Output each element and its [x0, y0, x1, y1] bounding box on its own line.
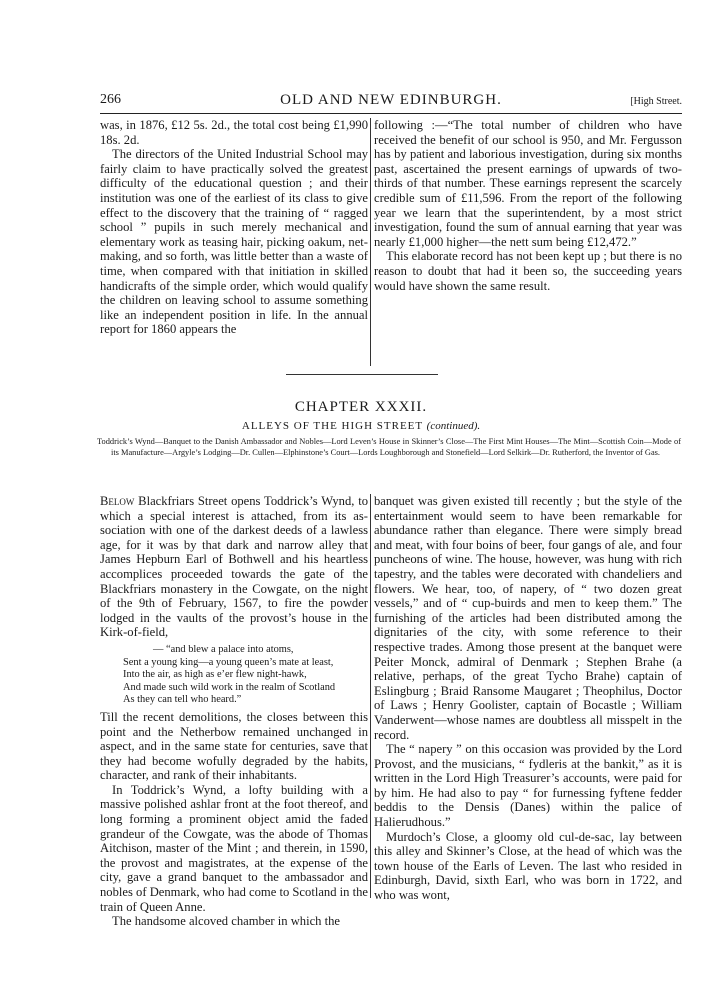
verse-line: — “and blew a palace into atoms, [153, 643, 294, 655]
column-divider [370, 118, 371, 366]
paragraph: The “ napery ” on this occasion was prov… [374, 742, 682, 830]
chapter-subtitle-text: ALLEYS OF THE HIGH STREET [241, 420, 423, 432]
bottom-right-column: banquet was given existed till recently … [374, 494, 682, 903]
bottom-left-column: Below Blackfriars Street opens Toddrick’… [100, 494, 368, 929]
paragraph: This elaborate record has not been kept … [374, 249, 682, 293]
verse-line: As they can tell who heard.” [123, 694, 242, 706]
opening-text: Blackfriars Street opens Toddrick’s Wynd… [100, 494, 368, 640]
opening-paragraph: Below Blackfriars Street opens Toddrick’… [100, 494, 368, 640]
top-right-column: following :—“The total number of childre… [374, 118, 682, 293]
chapter-title: CHAPTER XXXII. [294, 399, 428, 415]
chapter-summary: Toddrick’s Wynd—Banquet to the Danish Am… [97, 437, 681, 457]
paragraph: Till the recent demolitions, the closes … [100, 709, 368, 783]
paragraph: Murdoch’s Close, a gloomy old cul-de-sac… [374, 829, 682, 903]
chapter-subtitle-note: (continued). [426, 420, 481, 432]
paragraph: banquet was given existed till recently … [374, 494, 682, 742]
verse-line: And made such wild work in the realm of … [123, 681, 336, 693]
page-number: 266 [100, 92, 121, 107]
paragraph: The handsome alcoved chamber in which th… [112, 914, 341, 929]
header-rule [100, 113, 682, 114]
verse-line: Into the air, as high as e’er flew night… [123, 669, 307, 681]
verse-line: Sent a young king—a young queen’s mate a… [123, 656, 334, 668]
top-left-column: was, in 1876, £12 5s. 2d., the total cos… [100, 118, 368, 337]
verse-quotation: — “and blew a palace into atoms, Sent a … [100, 644, 368, 707]
running-title: OLD AND NEW EDINBURGH. [280, 92, 502, 108]
page-header: 266 OLD AND NEW EDINBURGH. [High Street. [100, 91, 682, 109]
paragraph: In Toddrick’s Wynd, a lofty building wit… [100, 782, 368, 914]
section-divider-rule [286, 374, 438, 375]
chapter-subtitle: ALLEYS OF THE HIGH STREET (continued). [0, 420, 722, 432]
opening-word: Below [100, 494, 135, 508]
running-section: [High Street. [630, 96, 682, 107]
paragraph: following :—“The total number of childre… [374, 118, 682, 249]
column-divider [370, 494, 371, 898]
paragraph: was, in 1876, £12 5s. 2d., the total cos… [100, 118, 368, 147]
paragraph: The directors of the United Industrial S… [100, 147, 368, 337]
